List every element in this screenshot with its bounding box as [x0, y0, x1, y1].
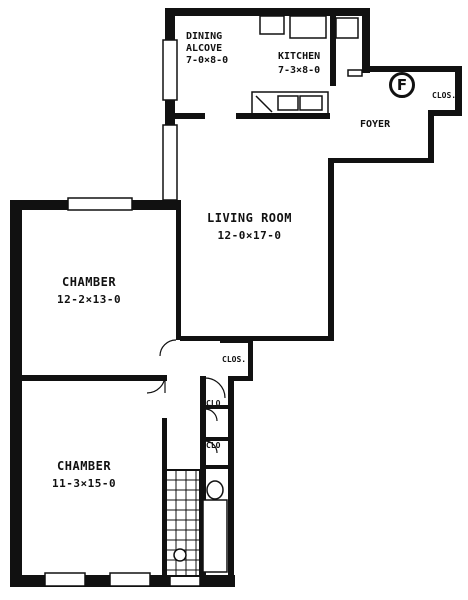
kitchen-fixtures: [251, 15, 363, 115]
chamber-lower-label: CHAMBER 11-3×15-0: [52, 460, 116, 489]
dining-alcove-dimensions: 7-0×8-0: [186, 55, 229, 66]
dining-alcove-name-1: DINING: [186, 31, 223, 42]
kitchen-name: KITCHEN: [278, 51, 321, 62]
hall-closet-2-label: CLO: [206, 399, 221, 408]
bathroom: [165, 469, 228, 577]
foyer-closet-label: CLOS.: [432, 91, 457, 100]
foyer-label: FOYER: [360, 119, 391, 130]
kitchen-label: KITCHEN 7-3×8-0: [278, 52, 320, 76]
living-room-label: LIVING ROOM 12-0×17-0: [207, 212, 292, 241]
interior-walls: [22, 16, 336, 578]
chamber-upper-dimensions: 12-2×13-0: [57, 293, 122, 306]
chamber-upper-name: CHAMBER: [62, 275, 117, 289]
dining-alcove-name-2: ALCOVE: [186, 43, 223, 54]
living-room-dimensions: 12-0×17-0: [217, 229, 282, 242]
hall-closet-3-label: CLO: [206, 441, 221, 450]
floor-badge: F: [389, 72, 415, 98]
chamber-upper-label: CHAMBER 12-2×13-0: [57, 276, 121, 305]
hall-closet-label: CLOS.: [222, 355, 247, 364]
dining-alcove-label: DINING ALCOVE 7-0×8-0: [186, 32, 228, 66]
door-swings: [146, 339, 226, 454]
windows: [44, 39, 201, 587]
chamber-lower-name: CHAMBER: [57, 459, 112, 473]
kitchen-dimensions: 7-3×8-0: [278, 65, 321, 76]
chamber-lower-dimensions: 11-3×15-0: [52, 477, 117, 490]
living-room-name: LIVING ROOM: [207, 211, 292, 225]
